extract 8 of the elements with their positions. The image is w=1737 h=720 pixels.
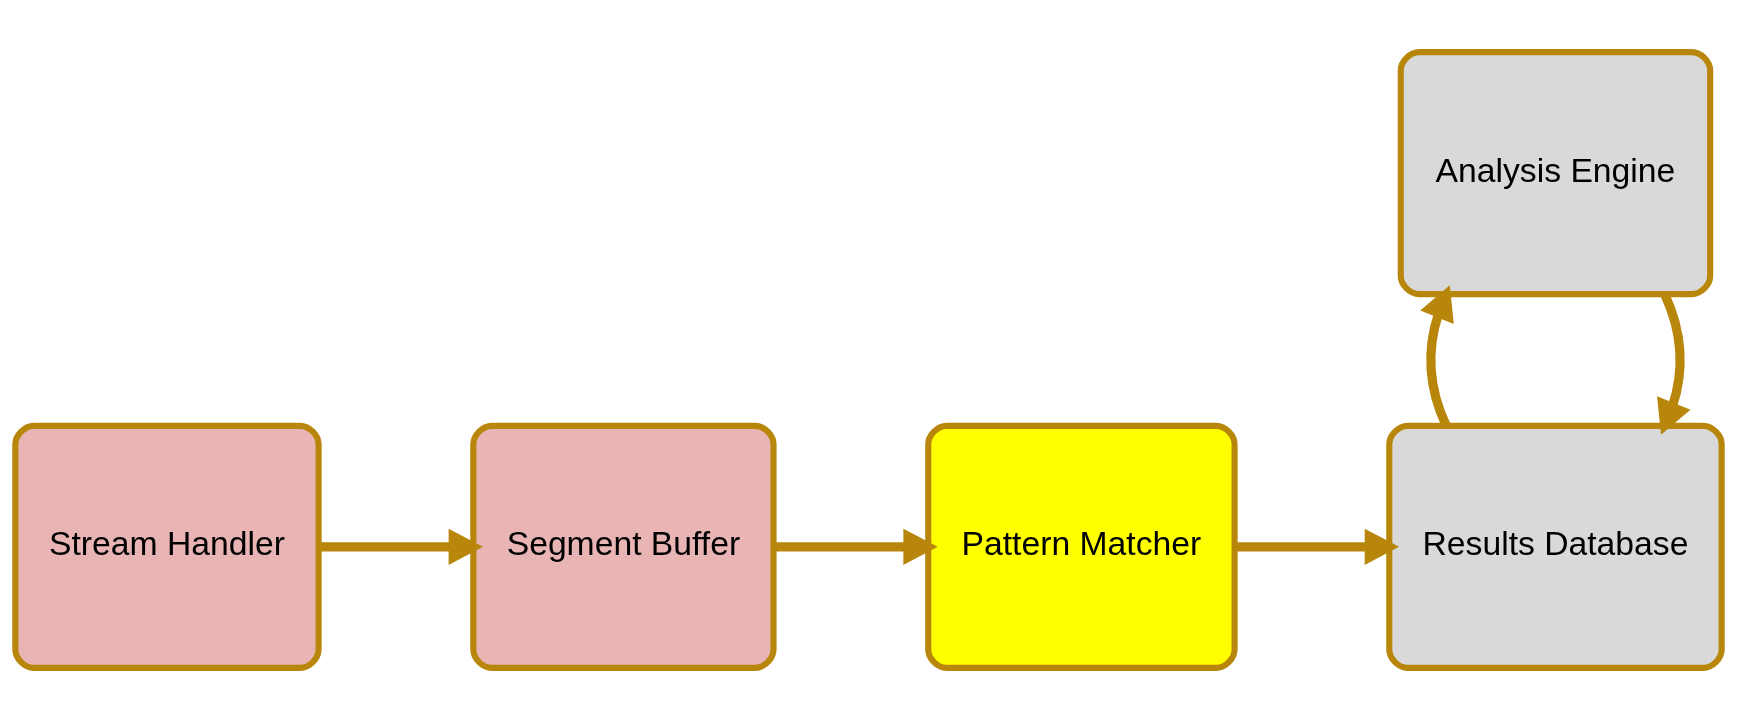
node-box: Stream Handler xyxy=(12,422,322,671)
node-box: Segment Buffer xyxy=(470,422,777,671)
arrow xyxy=(318,528,483,565)
arrow xyxy=(773,528,938,565)
node-box: Results Database xyxy=(1386,422,1725,671)
node-box: Pattern Matcher xyxy=(925,422,1238,671)
arrow xyxy=(1235,528,1400,565)
node-box: Analysis Engine xyxy=(1397,49,1714,298)
